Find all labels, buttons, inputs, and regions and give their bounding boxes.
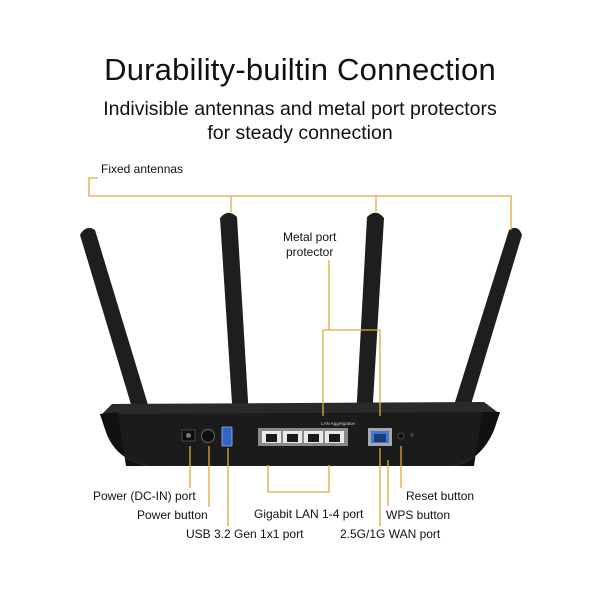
callout-lines [88, 177, 512, 526]
power-button-label: Power button [137, 508, 208, 522]
lan-port-4-jack [329, 434, 340, 442]
router-ports: LAN Aggregation [181, 421, 414, 447]
metal-protector-line [322, 260, 381, 416]
antenna-4 [450, 227, 522, 421]
reset-button-label: Reset button [406, 489, 475, 503]
wan-port-jack [374, 434, 386, 442]
page-subtitle: Indivisible antennas and metal port prot… [0, 97, 600, 145]
fixed-antennas-label: Fixed antennas [101, 162, 184, 176]
antenna-3 [356, 212, 384, 419]
lan-aggregation-marking: LAN Aggregation [321, 421, 356, 426]
metal-port-protector-label: Metal port protector [283, 230, 336, 260]
power-dc-in-port-label: Power (DC-IN) port [93, 489, 196, 503]
gigabit-lan-label: Gigabit LAN 1-4 port [254, 507, 364, 521]
lan-port-2-jack [287, 434, 298, 442]
antennas [80, 212, 522, 421]
antenna-callout-line [88, 177, 512, 230]
antenna-1 [80, 227, 152, 421]
router-side-left [100, 412, 148, 466]
reset-button-shape [410, 433, 414, 437]
lan-callout [267, 465, 330, 493]
page-title: Durability-builtin Connection [104, 52, 496, 87]
router-side-right [452, 412, 500, 466]
lan-port-3-jack [308, 434, 319, 442]
wps-button-label: WPS button [386, 508, 451, 522]
lan-port-1-jack [266, 434, 277, 442]
wps-button-shape [397, 432, 405, 440]
usb-port-label: USB 3.2 Gen 1x1 port [186, 527, 304, 541]
metal-port-protector-line-2: protector [286, 245, 334, 259]
dc-in-port-pin [186, 433, 191, 438]
usb-port-shape [221, 426, 233, 447]
metal-port-protector-line-1: Metal port [283, 230, 337, 244]
antenna-2 [220, 212, 249, 419]
subtitle-line-1: Indivisible antennas and metal port prot… [103, 98, 497, 120]
subtitle-line-2: for steady connection [207, 122, 393, 144]
power-button-shape [201, 429, 215, 443]
wan-port-label: 2.5G/1G WAN port [340, 527, 441, 541]
